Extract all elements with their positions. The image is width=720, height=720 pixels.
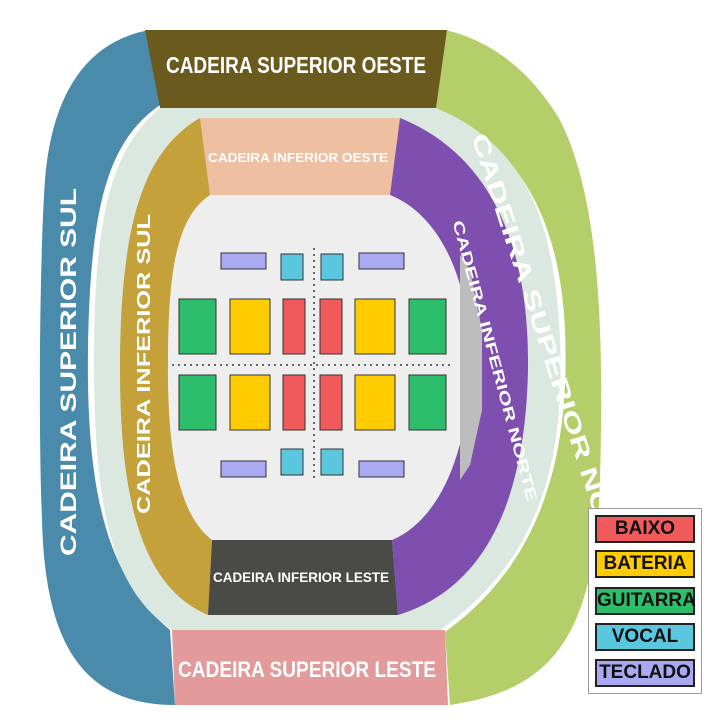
position-teclado[interactable] [220,252,267,270]
position-baixo[interactable] [319,298,343,355]
label-superior-sul: CADEIRA SUPERIOR SUL [56,188,81,556]
position-bateria[interactable] [229,298,271,355]
legend-item-bateria: BATERIA [595,550,695,578]
legend: BAIXO BATERIA GUITARRA VOCAL TECLADO [588,508,702,694]
legend-item-teclado: TECLADO [595,659,695,687]
section-superior-sul[interactable] [39,30,176,705]
section-superior-leste[interactable] [172,630,448,705]
position-baixo[interactable] [319,374,343,431]
legend-item-vocal: VOCAL [595,623,695,651]
section-inferior-norte[interactable] [390,118,529,615]
section-inferior-oeste[interactable] [200,118,400,195]
label-superior-leste: CADEIRA SUPERIOR LESTE [178,657,436,682]
section-superior-norte[interactable] [435,30,602,705]
position-bateria[interactable] [354,298,396,355]
position-teclado[interactable] [358,252,405,270]
position-baixo[interactable] [282,374,306,431]
position-guitarra[interactable] [408,374,447,431]
position-teclado[interactable] [220,460,267,478]
position-guitarra[interactable] [408,298,447,355]
section-inferior-leste[interactable] [208,540,398,615]
position-guitarra[interactable] [178,374,217,431]
label-inferior-leste: CADEIRA INFERIOR LESTE [213,569,389,585]
position-vocal[interactable] [280,253,304,281]
legend-item-baixo: BAIXO [595,515,695,543]
position-vocal[interactable] [320,448,344,476]
position-vocal[interactable] [320,253,344,281]
section-superior-oeste[interactable] [145,30,447,108]
label-superior-oeste: CADEIRA SUPERIOR OESTE [166,52,426,78]
label-inferior-oeste: CADEIRA INFERIOR OESTE [208,150,388,165]
stage [460,255,482,480]
position-baixo[interactable] [282,298,306,355]
legend-item-guitarra: GUITARRA [595,587,696,615]
label-inferior-sul: CADEIRA INFERIOR SUL [134,214,154,514]
section-inferior-sul[interactable] [120,118,212,615]
position-teclado[interactable] [358,460,405,478]
position-vocal[interactable] [280,448,304,476]
field-area [168,195,470,540]
position-guitarra[interactable] [178,298,217,355]
position-bateria[interactable] [229,374,271,431]
position-bateria[interactable] [354,374,396,431]
